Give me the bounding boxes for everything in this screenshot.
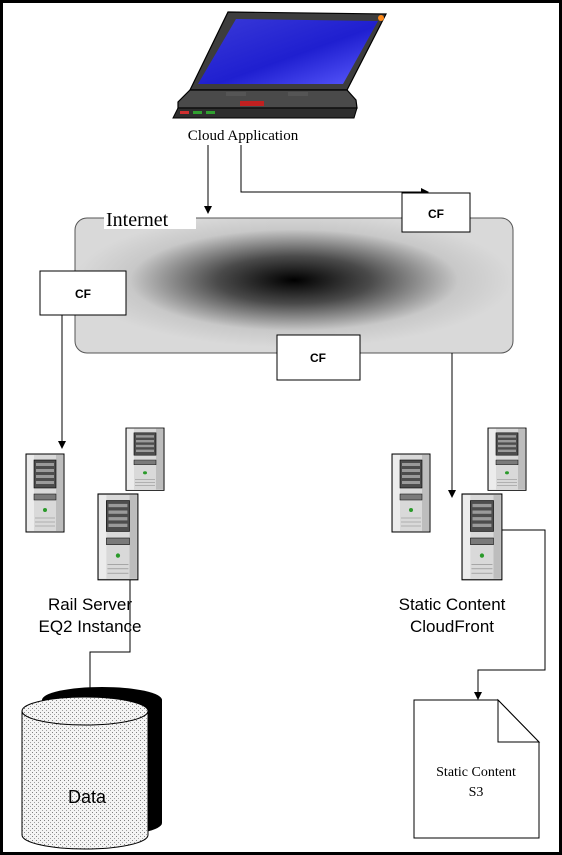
rail-server-cluster [25, 427, 165, 581]
cloudfront-label: CloudFront [410, 617, 494, 636]
static-content-label: Static Content [399, 595, 506, 614]
laptop-icon [172, 11, 387, 119]
cf-box-top: CF [401, 192, 471, 233]
connector-static-to-s3 [474, 529, 546, 700]
connector-app-to-cf-top [240, 145, 429, 196]
data-label: Data [68, 787, 107, 807]
s3-static-content-label: Static Content [436, 765, 516, 780]
server-icon [391, 453, 431, 533]
eq2-instance-label: EQ2 Instance [38, 617, 141, 636]
document-icon [413, 698, 541, 839]
server-icon [97, 493, 139, 581]
connectors [58, 145, 546, 737]
rail-server-label: Rail Server [48, 595, 132, 614]
s3-label: S3 [469, 785, 484, 800]
server-icon [487, 427, 527, 491]
server-icon [25, 453, 65, 533]
cf-box-bottom: CF [276, 334, 361, 381]
server-icon [125, 427, 165, 491]
static-content-cluster [391, 427, 527, 581]
cloud-application-label: Cloud Application [188, 128, 299, 144]
cf-box-left: CF [39, 270, 127, 316]
cf-top-label: CF [428, 207, 444, 221]
cf-left-label: CF [75, 287, 91, 301]
server-icon [461, 493, 503, 581]
internet-region: Internet [74, 205, 514, 354]
cf-bottom-label: CF [310, 351, 326, 365]
database-icon [21, 687, 162, 850]
internet-label: Internet [106, 209, 169, 231]
